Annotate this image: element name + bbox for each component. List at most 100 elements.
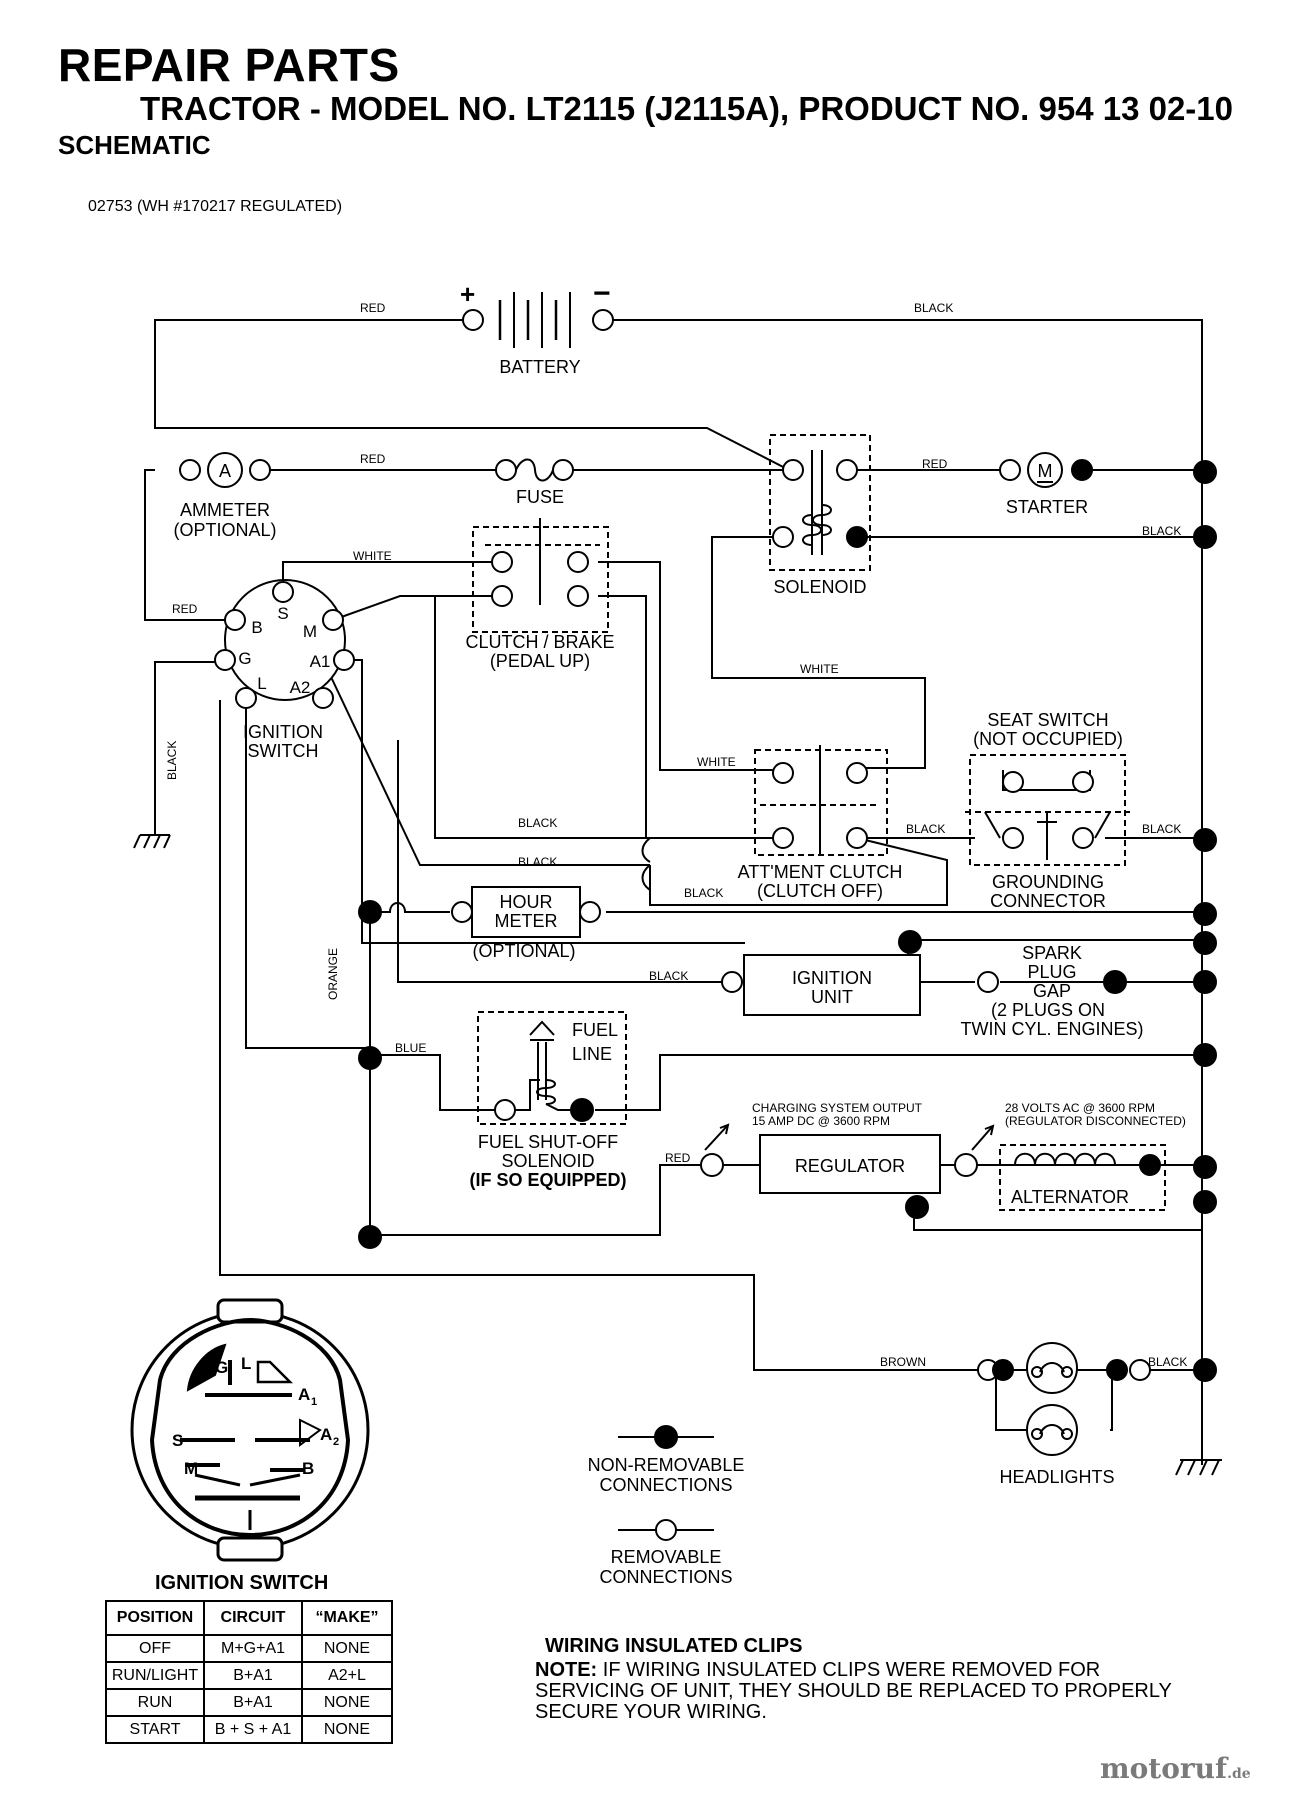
wire-label-white-ign: WHITE [353,549,392,563]
battery: + − BATTERY [460,277,614,377]
wire-label-red-reg: RED [665,1151,691,1165]
fuel-solenoid-label-2: SOLENOID [501,1151,594,1171]
wire-label-red-fuse: RED [360,452,386,466]
ignition-table-title: IGNITION SWITCH [155,1572,329,1594]
attment-clutch-sub: (CLUTCH OFF) [757,881,883,901]
ac-volts-sub: (REGULATOR DISCONNECTED) [1005,1114,1186,1128]
clips-title: WIRING INSULATED CLIPS [545,1635,803,1657]
cell-position: RUN [105,1688,205,1717]
ammeter-symbol: A [219,461,231,481]
cell-make: NONE [301,1715,393,1744]
hour-meter-label-2: METER [495,911,558,931]
cell-make: NONE [301,1688,393,1717]
fuse-label: FUSE [516,487,564,507]
ignition-switch-schematic: S B M G A1 L A2 IGNITION SWITCH [214,579,355,761]
grounding-label: GROUNDING [992,872,1104,892]
wire-label-black-solenoid: BLACK [1142,524,1181,538]
face-s: S [172,1431,183,1450]
face-a1: A [298,1385,310,1404]
wire-label-red-battery: RED [360,301,386,315]
solenoid-label: SOLENOID [773,577,866,597]
note-label: NOTE: [535,1659,598,1681]
ac-volts-label: 28 VOLTS AC @ 3600 RPM [1005,1101,1155,1115]
hour-meter-label: HOUR [500,892,553,912]
attachment-clutch-switch: ATT'MENT CLUTCH (CLUTCH OFF) [738,745,903,901]
cell-make: NONE [301,1634,393,1663]
fuse: FUSE [495,458,574,507]
wires [144,319,1203,1465]
charging-output-sub: 15 AMP DC @ 3600 RPM [752,1114,890,1128]
regulator: REGULATOR CHARGING SYSTEM OUTPUT 15 AMP … [700,1101,1186,1194]
cell-position: OFF [105,1634,205,1663]
ignition-switch-label-2: SWITCH [248,741,319,761]
starter-symbol: M [1038,461,1053,481]
alternator: ALTERNATOR [999,1144,1166,1211]
table-row: OFF M+G+A1 NONE [105,1634,393,1663]
face-a1-sub: 1 [311,1396,317,1408]
ignition-unit-label-2: UNIT [811,987,853,1007]
legend-removable-2: CONNECTIONS [599,1567,732,1587]
watermark-main: motoruf [1100,1752,1228,1785]
cell-circuit: M+G+A1 [203,1634,303,1663]
battery-label: BATTERY [499,357,580,377]
wire-label-black-head: BLACK [1148,1355,1187,1369]
wire-label-black-ground: BLACK [165,741,179,780]
attment-clutch-label: ATT'MENT CLUTCH [738,862,903,882]
note-text: IF WIRING INSULATED CLIPS WERE REMOVED F… [535,1659,1172,1723]
cell-circuit: B + S + A1 [203,1715,303,1744]
section-title: SCHEMATIC [58,130,211,160]
fuel-solenoid-label: FUEL SHUT-OFF [478,1132,618,1152]
fuel-line-label-2: LINE [572,1044,612,1064]
battery-plus: + [460,279,475,309]
wire-label-black-seat2: BLACK [1142,822,1181,836]
wire-label-red-ign: RED [172,602,198,616]
fuel-line-label: FUEL [572,1020,618,1040]
face-a2: A [320,1425,332,1444]
ignition-switch-label: IGNITION [243,722,323,742]
spark-plug-label-1: SPARK [1022,943,1082,963]
terminal-s: S [277,604,288,623]
clips-note: NOTE: IF WIRING INSULATED CLIPS WERE REM… [535,1660,1175,1723]
wire-label-orange: ORANGE [326,948,340,1000]
watermark-suffix: .de [1227,1766,1251,1782]
seat-switch: SEAT SWITCH (NOT OCCUPIED) GROUNDING CON… [965,710,1130,911]
cell-position: RUN/LIGHT [105,1661,205,1690]
hour-meter: HOUR METER (OPTIONAL) [451,886,601,961]
page-subtitle: TRACTOR - MODEL NO. LT2115 (J2115A), PRO… [140,90,1233,127]
table-row: RUN B+A1 NONE [105,1688,393,1717]
table-row: RUN/LIGHT B+A1 A2+L [105,1661,393,1690]
wire-label-brown: BROWN [880,1355,926,1369]
ammeter-optional: (OPTIONAL) [173,520,276,540]
cell-circuit: B+A1 [203,1661,303,1690]
spark-plug-label-2: PLUG [1027,962,1076,982]
clutch-brake-label: CLUTCH / BRAKE [465,632,614,652]
wire-label-white-att: WHITE [697,755,736,769]
cell-position: START [105,1715,205,1744]
page-title: REPAIR PARTS [58,39,400,91]
hour-meter-optional: (OPTIONAL) [472,941,575,961]
legend-non-removable: NON-REMOVABLE [588,1455,745,1475]
wire-label-red-starter: RED [922,457,948,471]
grounding-sub: CONNECTOR [990,891,1106,911]
col-position: POSITION [105,1600,205,1636]
regulator-label: REGULATOR [795,1156,905,1176]
face-g: G [215,1358,228,1377]
fuel-solenoid-optional: (IF SO EQUIPPED) [469,1170,626,1190]
wire-label-black-battery: BLACK [914,301,953,315]
terminal-m: M [303,622,317,641]
terminal-l: L [257,674,266,693]
ignition-switch-table: POSITION CIRCUIT “MAKE” OFF M+G+A1 NONE … [105,1600,393,1744]
starter: M STARTER [999,452,1093,517]
wire-label-black-att1: BLACK [518,816,557,830]
legend-removable: REMOVABLE [611,1547,722,1567]
table-row: START B + S + A1 NONE [105,1715,393,1744]
charging-output-label: CHARGING SYSTEM OUTPUT [752,1101,923,1115]
fuel-solenoid: FUEL LINE FUEL SHUT-OFF SOLENOID (IF SO … [469,1011,627,1190]
ground-bus-junctions [358,460,1217,1382]
wire-label-black-ignunit: BLACK [649,969,688,983]
alternator-label: ALTERNATOR [1011,1187,1129,1207]
wire-label-black-att3: BLACK [684,886,723,900]
cell-circuit: B+A1 [203,1688,303,1717]
clutch-brake-sub: (PEDAL UP) [490,651,590,671]
face-b: B [302,1459,314,1478]
